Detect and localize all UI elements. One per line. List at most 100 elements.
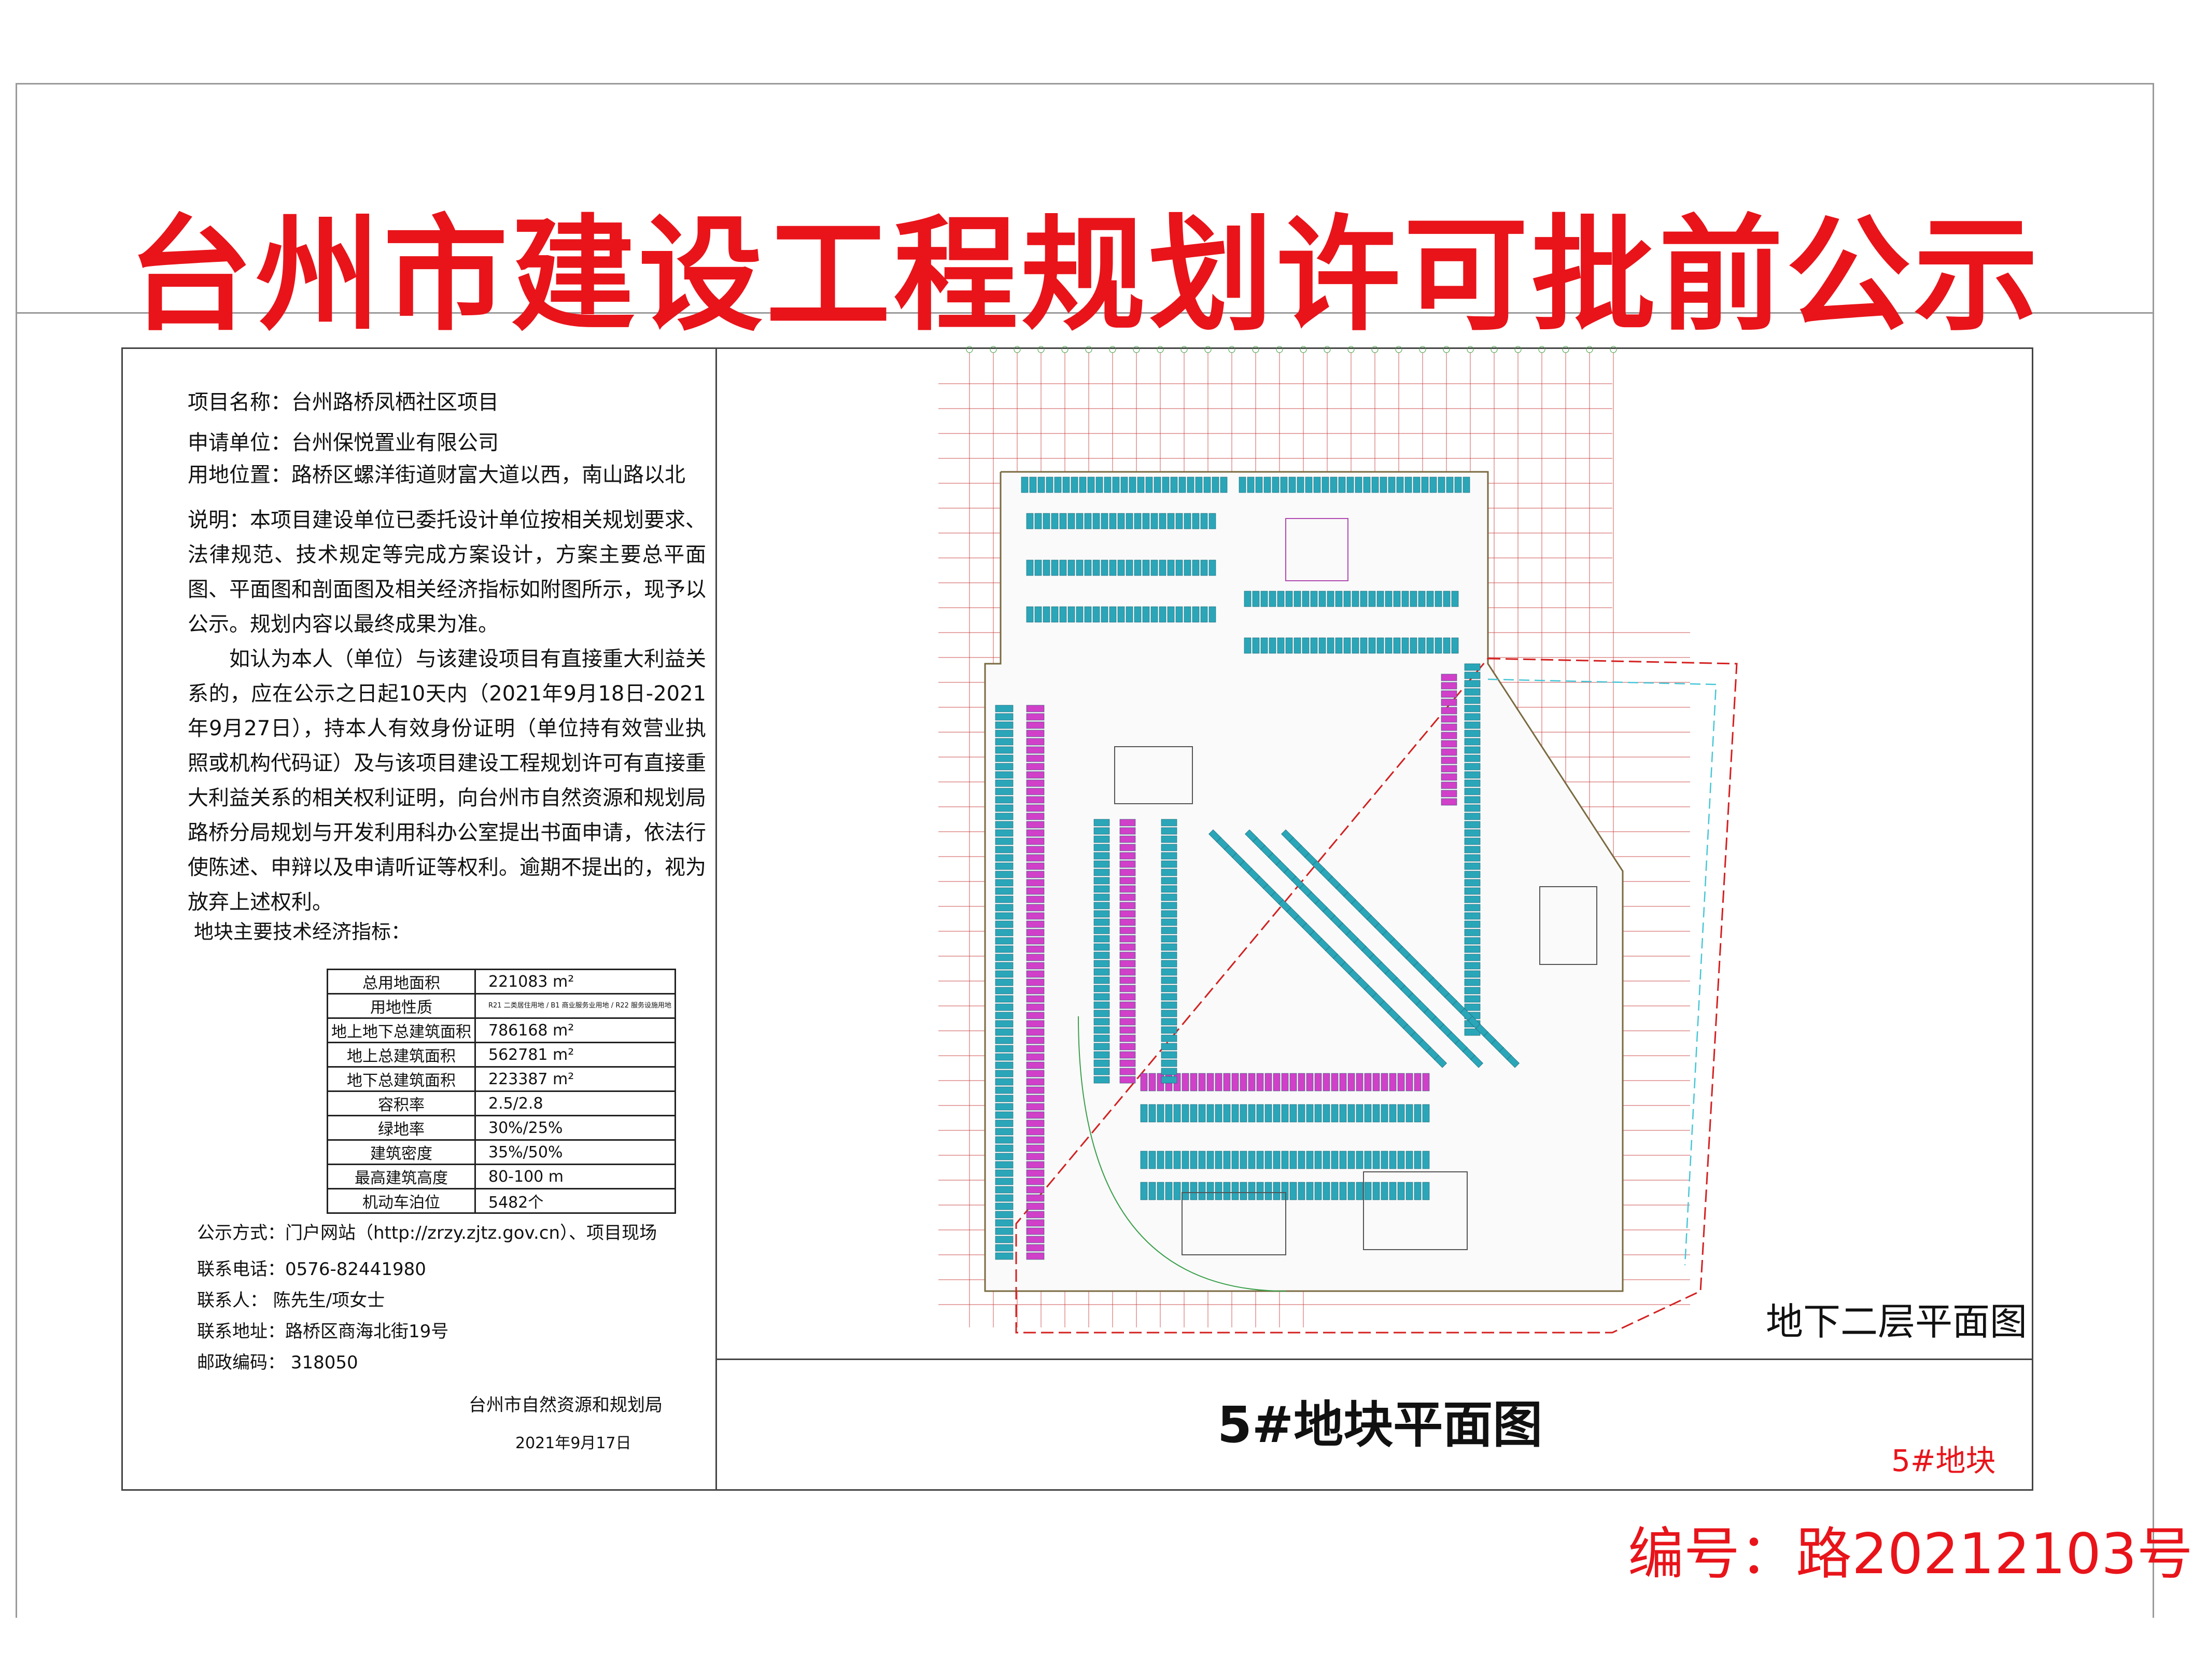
parking-bay [1173,1104,1181,1123]
metrics-value: 80-100 m [474,1164,677,1189]
parking-bay [1093,902,1110,909]
parking-bay [1339,1151,1347,1169]
parking-bay-accessible [1372,1073,1380,1091]
parking-bay-accessible [1026,754,1045,762]
parking-bay-accessible [1119,1068,1136,1075]
parking-bay [1247,477,1255,493]
parking-bay [995,1169,1014,1177]
parking-bay [1464,680,1481,688]
parking-bay [1093,960,1110,968]
parking-bay [1393,637,1401,654]
parking-bay [1272,477,1280,493]
parking-bay [1208,513,1216,529]
parking-bay [1142,513,1150,529]
parking-bay [1162,477,1170,493]
parking-bay [1092,606,1100,623]
parking-bay [1165,1104,1173,1123]
parking-bay [1093,918,1110,926]
parking-bay [995,738,1014,746]
parking-bay [1071,477,1078,493]
parking-bay [1388,477,1396,493]
contact-postcode: 邮政编码： 318050 [197,1352,358,1373]
parking-bay [1161,1059,1177,1067]
parking-bay [1117,606,1125,623]
parking-bay [995,1070,1014,1077]
parking-bay [1294,591,1301,607]
parking-bay [995,854,1014,862]
parking-bay [1192,559,1200,576]
parking-bay [995,813,1014,820]
parking-bay [1426,591,1434,607]
parking-bay-accessible [1026,788,1045,795]
metrics-value: 5482个 [474,1188,677,1214]
parking-bay [1360,591,1368,607]
metrics-value: 223387 m² [474,1066,677,1092]
stair-core [1363,1171,1468,1250]
parking-bay [1335,591,1343,607]
parking-bay [995,954,1014,961]
parking-bay-accessible [1119,877,1136,885]
parking-bay [1264,1151,1272,1169]
parking-bay [1215,1151,1222,1169]
metrics-value: 2.5/2.8 [474,1090,677,1116]
stair-core [1539,886,1597,965]
parking-bay [1167,559,1175,576]
parking-bay-accessible [1119,918,1136,926]
parking-bay [1182,1104,1189,1123]
parking-bay [1464,962,1481,970]
parking-bay-accessible [1182,1073,1189,1091]
parking-bay [1076,606,1084,623]
parking-bay [995,846,1014,853]
parking-bay [1140,1104,1148,1123]
parking-bay [1175,559,1183,576]
stair-core [1182,1192,1286,1255]
stair-core [1285,518,1348,581]
parking-bay [1148,1151,1156,1169]
parking-bay [1464,854,1481,862]
parking-bay [1434,1055,1447,1068]
parking-bay [1396,477,1404,493]
parking-bay [1093,1001,1110,1009]
parking-bay [1397,1104,1405,1123]
parking-bay-accessible [1026,1078,1045,1086]
parking-bay [1026,513,1034,529]
parking-bay [1161,976,1177,984]
parking-bay [995,796,1014,804]
parking-bay [1451,591,1459,607]
parking-bay [1161,960,1177,968]
parking-bay-accessible [1140,1073,1148,1091]
metrics-value: 786168 m² [474,1017,677,1043]
parking-bay [1405,1182,1413,1200]
parking-bay [1093,943,1110,951]
parking-bay-accessible [1215,1073,1222,1091]
parking-bay-accessible [1026,1111,1045,1119]
parking-bay-accessible [1364,1073,1372,1091]
parking-bay [995,1136,1014,1144]
parking-bay-accessible [1026,879,1045,887]
parking-bay [1161,860,1177,868]
parking-bay-accessible [1026,1194,1045,1202]
parking-bay [1289,1151,1297,1169]
metrics-label: 建筑密度 [327,1139,476,1165]
parking-bay-accessible [1119,968,1136,976]
parking-bay [995,1003,1014,1011]
parking-bay [1364,1182,1372,1200]
parking-bay [1200,559,1208,576]
parking-bay [1298,1151,1305,1169]
parking-bay [1161,1034,1177,1042]
parking-bay [995,1020,1014,1028]
metrics-value: 30%/25% [474,1115,677,1141]
parking-bay-accessible [1441,781,1457,789]
parking-bay [1507,1055,1520,1068]
parking-bay [1087,477,1095,493]
parking-bay [1093,935,1110,943]
floor-label: 地下二层平面图 [1766,1300,2028,1343]
parking-bay-accessible [1026,1020,1045,1028]
parking-bay-accessible [1119,1018,1136,1026]
parking-bay [1363,477,1371,493]
parking-bay-accessible [1441,698,1457,706]
parking-bay [1285,637,1293,654]
parking-bay [995,1227,1014,1235]
parking-bay [1464,730,1481,737]
parking-bay [1142,606,1150,623]
